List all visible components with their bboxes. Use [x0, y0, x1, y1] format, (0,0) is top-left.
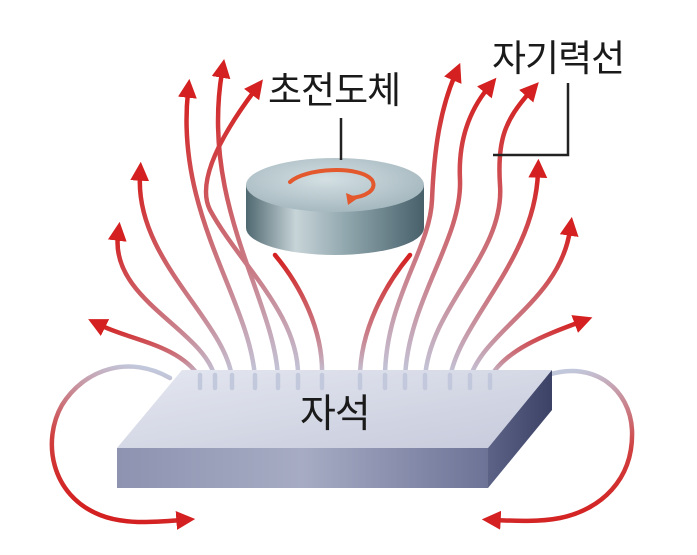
rotation-arrow-icon: [288, 168, 376, 200]
superconductor-disc: [246, 158, 424, 255]
disc-top: [246, 158, 424, 212]
field-line: [422, 82, 539, 381]
field-line: [357, 252, 413, 381]
magnet-label: 자석: [300, 392, 371, 437]
field-line: [203, 79, 301, 381]
field-line-loop-left: [49, 364, 196, 530]
superconductor-label: 초전도체: [268, 69, 401, 112]
magnet-block: [117, 370, 552, 488]
field-line-bases: [197, 372, 493, 391]
field-line: [382, 62, 462, 381]
field-line: [107, 221, 218, 381]
field-line: [130, 161, 235, 381]
field-line: [467, 216, 579, 381]
magnetic-field-lines-label: 자기력선: [492, 37, 625, 80]
rotation-arrowhead-icon: [346, 193, 358, 205]
field-line: [211, 58, 281, 381]
field-line: [178, 78, 258, 381]
field-line: [272, 252, 325, 381]
field-line: [402, 77, 497, 381]
magnet-top-face: [117, 370, 552, 448]
magnet-side-face: [488, 370, 552, 488]
magnetic-field-lines: [49, 58, 635, 530]
magnet-front-face: [117, 448, 488, 488]
field-line: [88, 319, 203, 381]
field-lines-leader-line: [493, 83, 570, 157]
field-line: [447, 158, 548, 381]
field-line: [487, 315, 593, 381]
field-line-loop-right: [481, 368, 635, 530]
